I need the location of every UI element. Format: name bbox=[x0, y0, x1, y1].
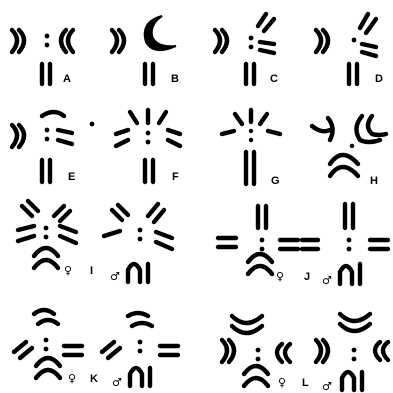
male-symbol: ♂ bbox=[110, 270, 120, 283]
chromosome-drawing bbox=[316, 14, 376, 84]
male-symbol: ♂ bbox=[322, 274, 332, 287]
panel-D: D bbox=[316, 14, 383, 85]
panel-label-A: A bbox=[63, 73, 71, 85]
panel-L: ♀ L ♂ bbox=[222, 314, 388, 393]
panel-E: E bbox=[12, 112, 94, 183]
panel-label-J: J bbox=[304, 271, 310, 283]
panel-label-H: H bbox=[370, 175, 378, 187]
chromosome-drawing bbox=[18, 201, 172, 282]
female-symbol: ♀ bbox=[276, 270, 284, 283]
panel-label-K: K bbox=[90, 373, 98, 385]
panel-label-F: F bbox=[172, 171, 179, 183]
chromosome-drawing bbox=[215, 14, 274, 84]
female-symbol: ♀ bbox=[278, 376, 286, 389]
panel-J: ♀ J ♂ bbox=[218, 204, 388, 287]
panel-F: F bbox=[116, 110, 180, 183]
chromosome-drawing bbox=[222, 110, 280, 184]
panel-label-B: B bbox=[171, 73, 179, 85]
chromosome-drawing bbox=[112, 16, 176, 84]
panel-label-E: E bbox=[68, 171, 75, 183]
panel-I: ♀ I ♂ bbox=[18, 201, 172, 283]
panel-H: H bbox=[312, 116, 386, 187]
panel-label-I: I bbox=[90, 265, 93, 277]
chromosome-drawing bbox=[12, 112, 94, 182]
panel-label-L: L bbox=[302, 377, 309, 389]
panel-label-G: G bbox=[271, 175, 280, 187]
chromosome-drawing bbox=[218, 204, 388, 284]
female-symbol: ♀ bbox=[64, 264, 72, 277]
female-symbol: ♀ bbox=[68, 372, 76, 385]
panel-label-D: D bbox=[375, 73, 383, 85]
panel-A: A bbox=[12, 30, 73, 85]
panel-K: ♀ K ♂ bbox=[14, 310, 178, 389]
panel-G: G bbox=[222, 110, 280, 187]
male-symbol: ♂ bbox=[112, 376, 122, 389]
chromosome-drawing bbox=[116, 110, 180, 182]
panel-B: B bbox=[112, 16, 179, 85]
panel-label-C: C bbox=[270, 73, 278, 85]
panel-C: C bbox=[215, 14, 278, 85]
chromosome-drawing bbox=[312, 116, 386, 176]
male-symbol: ♂ bbox=[322, 380, 332, 393]
